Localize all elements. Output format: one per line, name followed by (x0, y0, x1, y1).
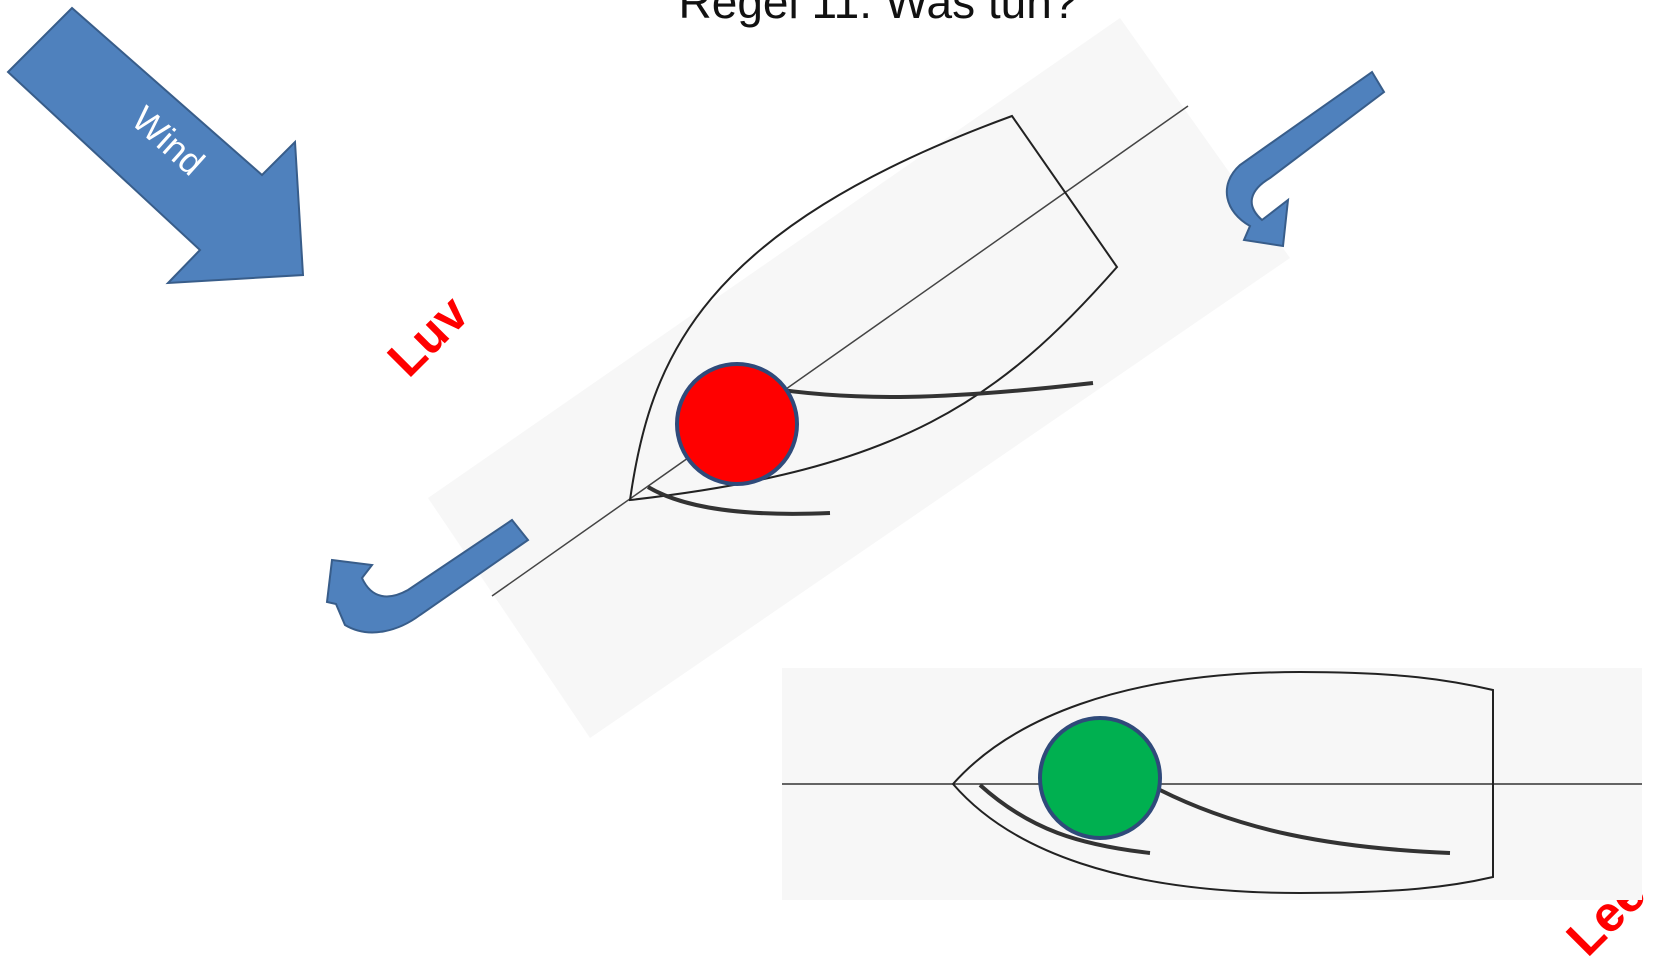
slide-title: Regel 11: Was tun? (679, 0, 1078, 28)
windward-boat-hull (628, 114, 1119, 502)
windward-side-label: Luv (377, 285, 480, 388)
windward-boat (428, 18, 1290, 738)
windward-boat-backdrop (428, 18, 1290, 738)
leeward-boat-marker (1038, 716, 1162, 840)
turn-arrow-icon (325, 518, 530, 634)
wind-arrow-icon: Wind (6, 6, 305, 285)
windward-boat-centerline (491, 105, 1189, 597)
windward-boat-marker (675, 362, 799, 486)
leeward-boat-mainsail (1159, 788, 1451, 855)
leeward-boat-hull (951, 670, 1494, 895)
turn-arrow-icon (1225, 70, 1386, 248)
leeward-boat-jib (978, 783, 1151, 855)
windward-boat-jib (646, 485, 831, 516)
leeward-boat (782, 668, 1642, 900)
